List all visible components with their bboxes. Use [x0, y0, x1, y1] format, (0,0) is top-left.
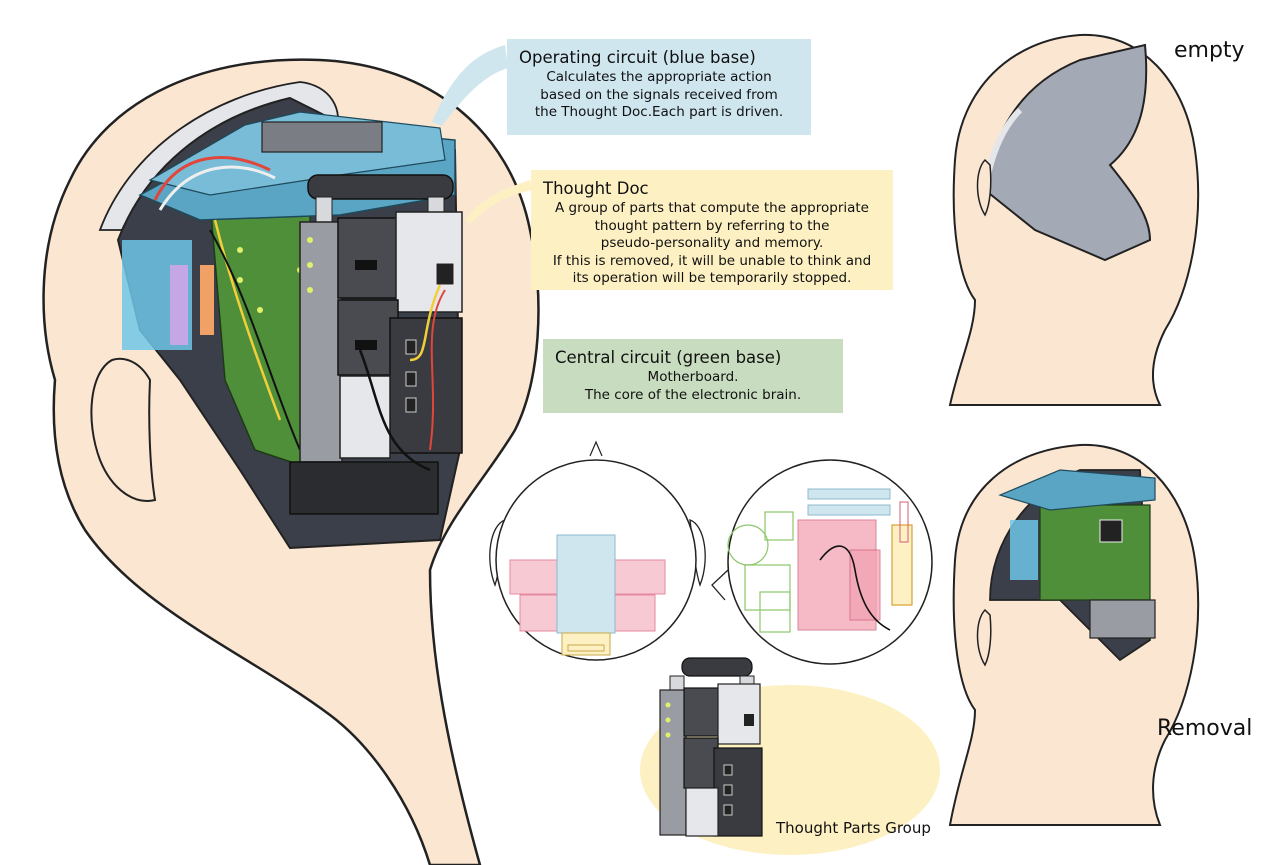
label-empty: empty — [1174, 38, 1245, 63]
thought-doc-title: Thought Doc — [543, 179, 649, 198]
wire-yellow — [213, 219, 282, 421]
wire-white — [158, 165, 276, 211]
wire-black — [209, 229, 301, 451]
central-circuit-title: Central circuit (green base) — [555, 348, 782, 367]
thought-doc-module-3 — [337, 299, 399, 376]
callout-operating — [432, 45, 508, 126]
top-view-diagram — [489, 440, 706, 661]
operating-circuit-description: Calculates the appropriate action based … — [534, 69, 784, 120]
head-empty — [948, 33, 1200, 406]
side-view-diagram — [711, 459, 933, 665]
main-head-ear — [90, 357, 157, 502]
purple-card — [170, 265, 188, 345]
thought-doc-frame — [299, 221, 343, 463]
label-removal: Removal — [1157, 716, 1253, 741]
orange-card — [200, 265, 214, 335]
operating-circuit-title: Operating circuit (blue base) — [519, 48, 756, 67]
thought-doc-description: A group of parts that compute the approp… — [552, 200, 872, 286]
main-head — [42, 45, 540, 865]
top-chip — [261, 121, 383, 153]
wire-red — [153, 156, 271, 201]
central-circuit-description: Motherboard. The core of the electronic … — [584, 369, 802, 403]
thought-doc-module-1 — [337, 217, 399, 299]
thought-parts-group — [640, 657, 940, 855]
label-thought-parts-group: Thought Parts Group — [776, 819, 931, 837]
head-removal — [948, 443, 1200, 826]
thought-doc-module-2 — [395, 211, 463, 313]
thought-doc-bar — [307, 174, 454, 200]
operating-circuit-box: Operating circuit (blue base) Calculates… — [507, 39, 811, 135]
thought-doc-base — [289, 461, 439, 515]
head-empty-cavity — [983, 43, 1152, 262]
central-circuit-box: Central circuit (green base) Motherboard… — [543, 339, 843, 413]
callout-thought — [465, 180, 532, 224]
thought-doc-box: Thought Doc A group of parts that comput… — [531, 170, 893, 290]
